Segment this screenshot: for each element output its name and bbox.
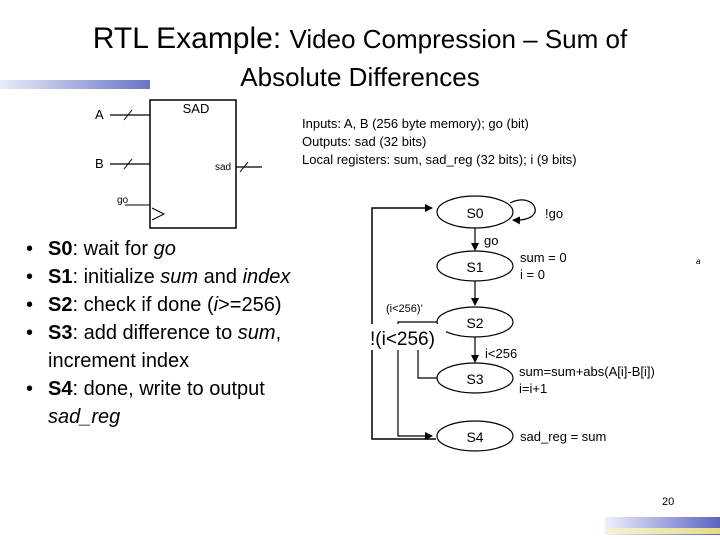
bullet-s2-text2: >=256) xyxy=(218,294,282,316)
bullet-s0-ital: go xyxy=(153,238,176,260)
bullet-s0: • S0: wait for go xyxy=(24,235,354,263)
input-go-label: go xyxy=(117,195,129,206)
bullet-s1-ital2: index xyxy=(242,266,291,288)
s0-self-loop xyxy=(509,199,536,225)
bullet-s4-text: : done, write to output xyxy=(72,378,265,400)
s3-action-sum: sum=sum+abs(A[i]-B[i]) xyxy=(519,364,655,379)
bullet-s3-text2: , xyxy=(275,322,282,344)
bullet-dot: • xyxy=(26,294,34,316)
bullet-dot: • xyxy=(26,378,34,400)
bullet-s1-text2: and xyxy=(198,266,243,288)
title-part2: Video Compression – Sum of xyxy=(289,24,628,54)
input-a-bus-slash xyxy=(123,109,133,121)
bullet-s3: • S3: add difference to sum, increment i… xyxy=(24,319,354,375)
state-s1-label: S1 xyxy=(466,259,483,275)
s1-action-sum: sum = 0 xyxy=(520,250,567,265)
alpha-mark: a xyxy=(696,257,701,266)
bullet-s4: • S4: done, write to output sad_reg xyxy=(24,375,354,431)
bullet-s0-text: : wait for xyxy=(72,238,154,260)
clock-triangle xyxy=(151,207,166,221)
bullet-s4-line2: sad_reg xyxy=(48,406,121,428)
state-s4-label: S4 xyxy=(466,429,483,445)
s0-go-label: go xyxy=(484,233,498,248)
state-s4 xyxy=(436,420,514,452)
transition-s2-s4 xyxy=(397,321,437,440)
slide-title: RTL Example: Video Compression – Sum of xyxy=(0,22,720,56)
bullet-s2-ital: i xyxy=(213,294,219,316)
io-outputs: Outputs: sad (32 bits) xyxy=(302,134,427,149)
bullet-s3-text: : add difference to xyxy=(72,322,238,344)
output-sad-label: sad xyxy=(215,162,231,173)
return-loop-line xyxy=(371,204,436,440)
bullet-s4-state: S4 xyxy=(48,378,73,400)
bullet-s1: • S1: initialize sum and index xyxy=(24,263,354,291)
bullet-s2-state: S2 xyxy=(48,294,73,316)
cond-not-lt-label: !(i<256) xyxy=(370,329,435,350)
bullet-s1-state: S1 xyxy=(48,266,73,288)
bullet-dot: • xyxy=(26,266,34,288)
io-description: Inputs: A, B (256 byte memory); go (bit)… xyxy=(302,115,577,169)
bullet-list: • S0: wait for go • S1: initialize sum a… xyxy=(24,235,354,431)
cond-lt-label: i<256 xyxy=(485,346,517,361)
fsm-diagram: S0 !go go S1 sum = 0 i = 0 a S2 (i<256)’… xyxy=(370,195,701,452)
input-a-label: A xyxy=(95,107,104,122)
state-s0-label: S0 xyxy=(466,205,483,221)
s3-action-i: i=i+1 xyxy=(519,381,547,396)
bullet-s2: • S2: check if done (i>=256) xyxy=(24,291,354,319)
bullet-s3-ital: sum xyxy=(237,322,276,344)
state-s2-label: S2 xyxy=(466,315,483,331)
page-number: 20 xyxy=(662,496,674,508)
sad-block-label: SAD xyxy=(183,101,210,116)
bullet-s3-line2: increment index xyxy=(48,350,190,372)
bullet-dot: • xyxy=(26,238,34,260)
s0-not-go-label: !go xyxy=(545,206,563,221)
bullet-s1-ital: sum xyxy=(160,266,199,288)
title-part1: RTL Example: xyxy=(92,22,290,55)
bullet-s0-state: S0 xyxy=(48,238,73,260)
cond-lt-prime-label: (i<256)’ xyxy=(386,303,423,315)
bullet-s1-text: : initialize xyxy=(72,266,161,288)
output-sad-bus-slash xyxy=(239,161,249,173)
slide-title-line2: Absolute Differences xyxy=(240,62,480,92)
title-accent-bar xyxy=(0,80,150,89)
state-s3-label: S3 xyxy=(466,371,483,387)
sad-block: SAD A B go sad xyxy=(95,99,262,229)
io-inputs: Inputs: A, B (256 byte memory); go (bit) xyxy=(302,116,529,131)
input-b-label: B xyxy=(95,156,104,171)
input-b-bus-slash xyxy=(123,158,133,170)
s1-action-i: i = 0 xyxy=(520,267,545,282)
s4-action: sad_reg = sum xyxy=(520,429,606,444)
footer-accent-bar-yellow xyxy=(605,528,720,534)
bullet-s3-state: S3 xyxy=(48,322,73,344)
bullet-s2-text: : check if done ( xyxy=(72,294,214,316)
bullet-dot: • xyxy=(26,322,34,344)
io-registers: Local registers: sum, sad_reg (32 bits);… xyxy=(302,152,577,167)
cond-not-lt-bg xyxy=(370,324,446,350)
